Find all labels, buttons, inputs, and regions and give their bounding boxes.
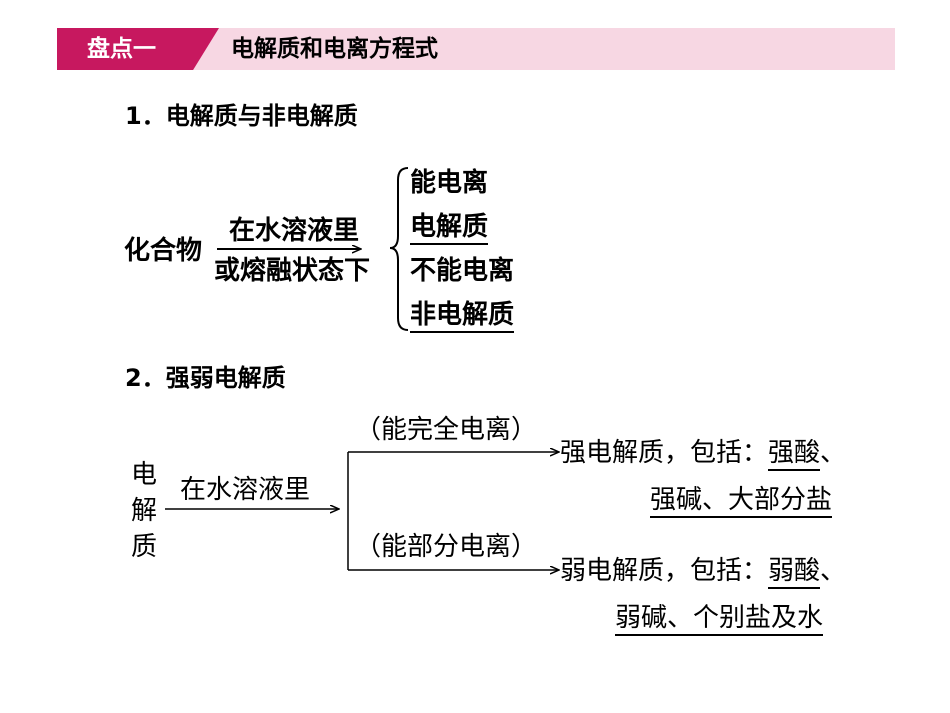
upper-result-line1: 强电解质，包括：强酸、 bbox=[560, 436, 847, 471]
branch2-state: 不能电离 bbox=[410, 256, 515, 286]
section2-condition: 在水溶液里 bbox=[180, 475, 311, 505]
compound-label: 化合物 bbox=[124, 236, 203, 266]
branch1-state: 能电离 bbox=[410, 168, 489, 198]
lower-condition: （能部分电离） bbox=[355, 532, 538, 562]
header-tab-label: 盘点一 bbox=[87, 36, 156, 62]
lower-result-sep: 、 bbox=[820, 556, 847, 586]
condition-line2: 或熔融状态下 bbox=[214, 256, 371, 286]
condition-line1: 在水溶液里 bbox=[229, 216, 360, 246]
branch1-result: 电解质 bbox=[410, 212, 489, 245]
root-char-1: 电 bbox=[131, 460, 158, 490]
header-title: 电解质和电离方程式 bbox=[231, 36, 438, 62]
section1-heading: 1．电解质与非电解质 bbox=[125, 102, 358, 130]
lower-result-line1: 弱电解质，包括：弱酸、 bbox=[560, 554, 847, 589]
upper-result-fill1: 强酸 bbox=[768, 438, 821, 471]
lower-result-prefix: 弱电解质，包括： bbox=[560, 556, 769, 586]
upper-result-fill2: 强碱、大部分盐 bbox=[650, 485, 833, 518]
upper-result-prefix: 强电解质，包括： bbox=[560, 438, 769, 468]
lower-result-fill1: 弱酸 bbox=[768, 556, 821, 589]
curly-brace bbox=[389, 167, 409, 331]
root-char-3: 质 bbox=[131, 532, 158, 562]
upper-condition: （能完全电离） bbox=[355, 415, 538, 445]
header-tab bbox=[57, 28, 219, 70]
upper-result-sep: 、 bbox=[820, 438, 847, 468]
root-char-2: 解 bbox=[131, 496, 158, 526]
branch2-result: 非电解质 bbox=[410, 300, 515, 333]
lower-result-fill2: 弱碱、个别盐及水 bbox=[615, 603, 824, 636]
section2-heading: 2．强弱电解质 bbox=[125, 364, 286, 392]
